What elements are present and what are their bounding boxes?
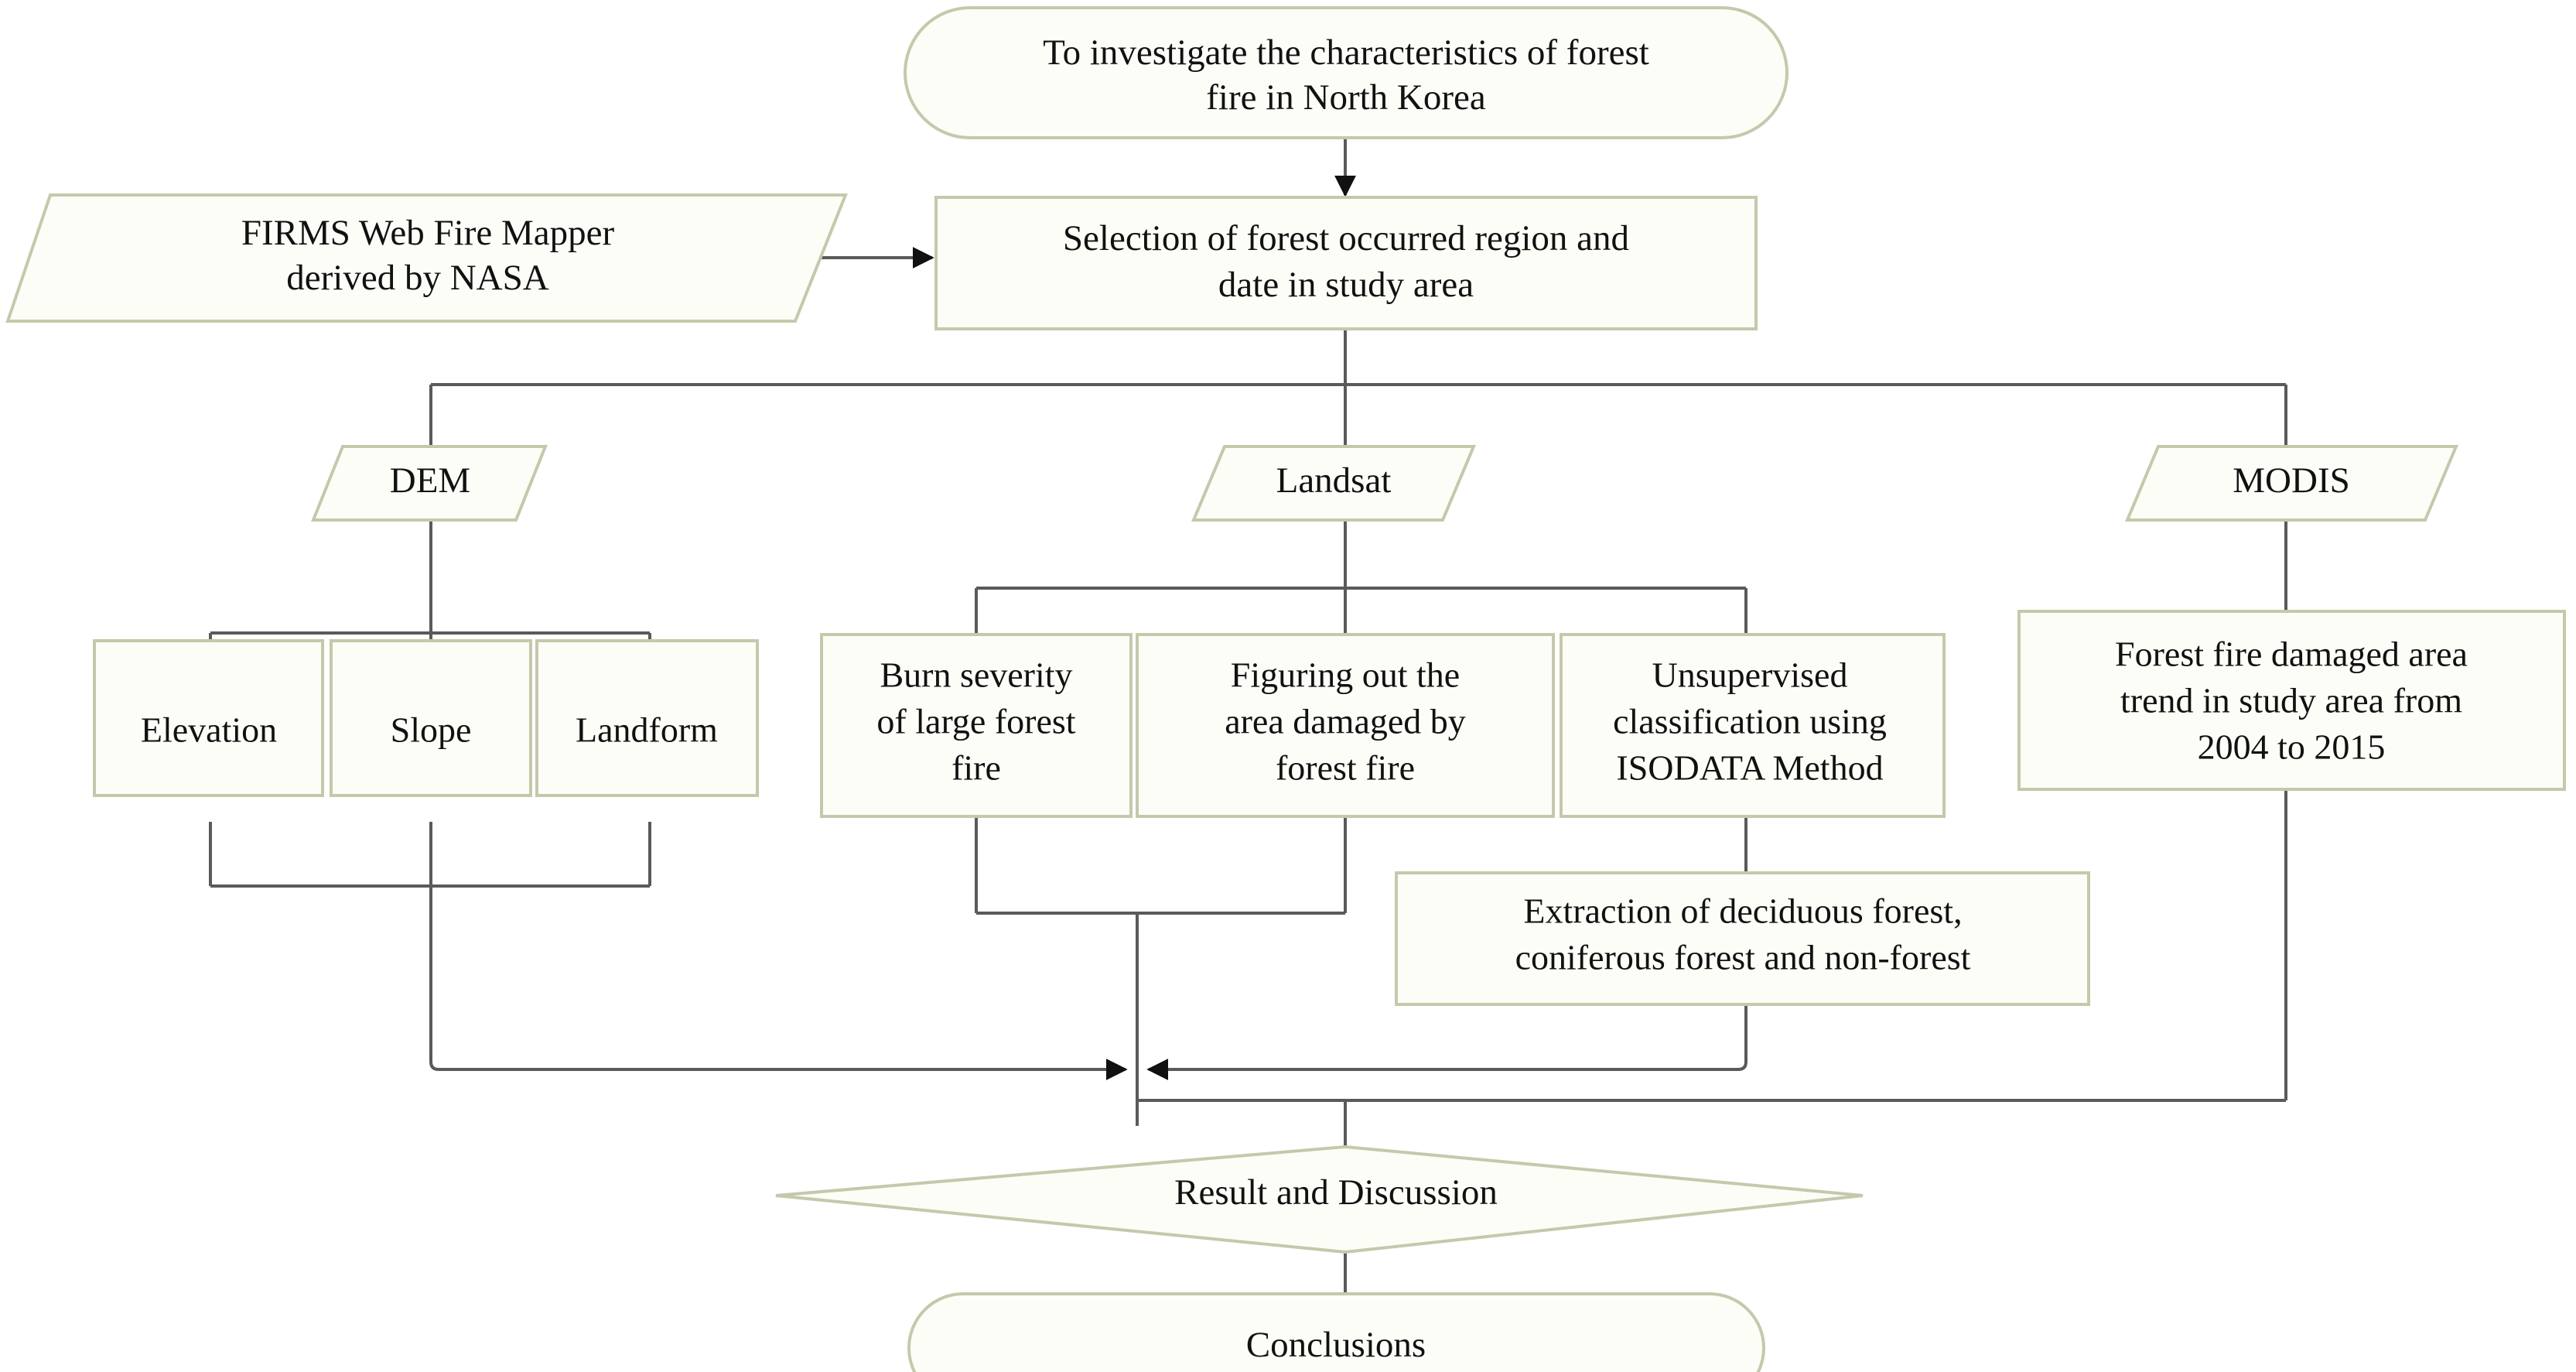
node-dem[interactable]: DEM bbox=[311, 445, 548, 522]
node-objective[interactable]: To investigate the characteristics of fo… bbox=[904, 6, 1789, 139]
modis-label: MODIS bbox=[2233, 460, 2349, 501]
node-selection[interactable]: Selection of forest occurred region and … bbox=[934, 196, 1758, 330]
data-source-shape bbox=[5, 193, 848, 323]
extraction-line-1: Extraction of deciduous forest, bbox=[1523, 891, 1962, 931]
modis-shape bbox=[2124, 445, 2459, 522]
slope-label: Slope bbox=[391, 710, 472, 750]
modis-trend-line-3: 2004 to 2015 bbox=[2198, 727, 2386, 767]
elevation-label: Elevation bbox=[141, 710, 277, 750]
result-label: Result and Discussion bbox=[1174, 1172, 1498, 1213]
figuring-area-line-1: Figuring out the bbox=[1231, 655, 1460, 695]
node-extraction[interactable]: Extraction of deciduous forest, conifero… bbox=[1395, 871, 2090, 1006]
landsat-label: Landsat bbox=[1276, 460, 1392, 501]
node-modis-trend[interactable]: Forest fire damaged area trend in study … bbox=[2017, 610, 2566, 791]
unsupervised-shape bbox=[1560, 633, 1946, 818]
dem-label: DEM bbox=[390, 460, 470, 501]
node-modis[interactable]: MODIS bbox=[2124, 445, 2459, 522]
selection-line-1: Selection of forest occurred region and bbox=[1063, 218, 1629, 258]
node-landsat[interactable]: Landsat bbox=[1191, 445, 1477, 522]
node-slope[interactable]: Slope bbox=[330, 639, 532, 797]
node-landform[interactable]: Landform bbox=[535, 639, 759, 797]
node-conclusions[interactable]: Conclusions bbox=[907, 1292, 1765, 1372]
burn-severity-line-2: of large forest bbox=[876, 702, 1075, 741]
node-result[interactable]: Result and Discussion bbox=[775, 1144, 1864, 1254]
modis-trend-line-1: Forest fire damaged area bbox=[2115, 635, 2468, 674]
extraction-line-2: coniferous forest and non-forest bbox=[1515, 938, 1971, 977]
data-source-line-1: FIRMS Web Fire Mapper bbox=[241, 213, 615, 253]
selection-line-2: date in study area bbox=[1218, 265, 1474, 305]
modis-trend-line-2: trend in study area from bbox=[2120, 681, 2462, 720]
connector-dem-to-collector bbox=[429, 1041, 1128, 1080]
figuring-area-line-3: forest fire bbox=[1276, 748, 1415, 788]
landform-shape bbox=[535, 639, 759, 797]
node-elevation[interactable]: Elevation bbox=[93, 639, 324, 797]
objective-line-1: To investigate the characteristics of fo… bbox=[1043, 33, 1649, 73]
connector-extraction-to-collector bbox=[1146, 1004, 1748, 1080]
conclusions-shape bbox=[907, 1292, 1765, 1372]
objective-shape bbox=[904, 6, 1789, 139]
node-figuring-area[interactable]: Figuring out the area damaged by forest … bbox=[1136, 633, 1555, 818]
unsupervised-line-1: Unsupervised bbox=[1652, 655, 1848, 695]
node-unsupervised[interactable]: Unsupervised classification using ISODAT… bbox=[1560, 633, 1946, 818]
unsupervised-line-3: ISODATA Method bbox=[1616, 748, 1883, 788]
landform-label: Landform bbox=[576, 710, 718, 750]
objective-line-2: fire in North Korea bbox=[1206, 77, 1486, 118]
figuring-area-line-2: area damaged by bbox=[1225, 702, 1466, 741]
dem-shape bbox=[311, 445, 548, 522]
burn-severity-line-3: fire bbox=[951, 748, 1001, 788]
unsupervised-line-2: classification using bbox=[1613, 702, 1887, 741]
data-source-line-2: derived by NASA bbox=[286, 258, 548, 298]
conclusions-label: Conclusions bbox=[1246, 1325, 1426, 1365]
node-data-source[interactable]: FIRMS Web Fire Mapper derived by NASA bbox=[5, 193, 848, 323]
burn-severity-shape bbox=[820, 633, 1133, 818]
selection-shape bbox=[934, 196, 1758, 330]
burn-severity-line-1: Burn severity bbox=[880, 655, 1072, 695]
landsat-shape bbox=[1191, 445, 1477, 522]
modis-trend-shape bbox=[2017, 610, 2566, 791]
result-shape bbox=[775, 1144, 1864, 1254]
node-burn-severity[interactable]: Burn severity of large forest fire bbox=[820, 633, 1133, 818]
slope-shape bbox=[330, 639, 532, 797]
elevation-shape bbox=[93, 639, 324, 797]
extraction-shape bbox=[1395, 871, 2090, 1006]
figuring-area-shape bbox=[1136, 633, 1555, 818]
